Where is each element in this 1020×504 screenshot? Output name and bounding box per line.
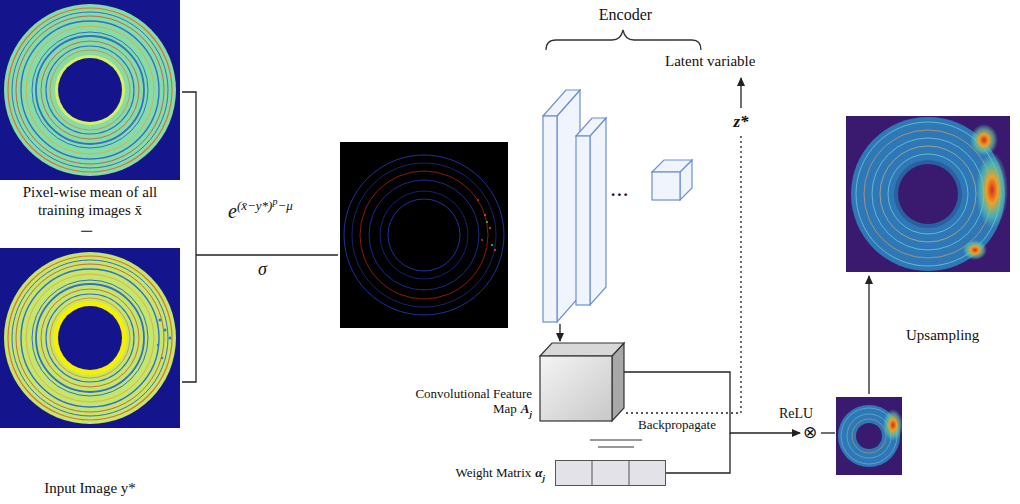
formula-part: (x̄−y*) xyxy=(237,198,272,213)
ring-stroke xyxy=(8,8,172,172)
latent-arrow xyxy=(740,78,741,108)
formula: e(x̄−y*)p−μ xyxy=(228,196,293,222)
ring-stroke xyxy=(852,419,886,453)
node-text-group: Weight Matrix αj xyxy=(453,465,545,486)
difference-image xyxy=(340,142,508,328)
ring-stroke xyxy=(369,180,479,290)
ring-stroke xyxy=(16,16,164,164)
image-node: Input Image y* xyxy=(0,248,180,428)
node-text-group: Pixel-wise mean of all training images x… xyxy=(0,183,180,219)
ring-stroke xyxy=(26,274,154,402)
ring-stroke xyxy=(46,46,134,134)
ring-stroke xyxy=(50,50,130,130)
node-text: Input Image y* xyxy=(44,480,136,496)
ring-stroke xyxy=(41,289,139,387)
ring-stroke xyxy=(16,264,164,412)
merge-line xyxy=(624,372,800,433)
small-heatmap xyxy=(836,397,903,475)
weight-cells xyxy=(555,460,666,486)
node-text: A xyxy=(521,401,530,416)
node-text-group: Input Image y* xyxy=(0,479,180,497)
feature-map-node: Convolutional Feature MapAj xyxy=(540,342,624,422)
ring-stroke xyxy=(352,163,496,307)
feature-map-box xyxy=(540,343,624,421)
ring-stroke xyxy=(26,26,154,154)
mean-ring-image xyxy=(0,0,180,180)
ring-stroke xyxy=(344,155,504,315)
ring-stroke xyxy=(880,146,976,242)
encoder-brace xyxy=(546,30,701,50)
node-text: Pixel-wise mean of all training images x… xyxy=(23,184,158,218)
image-node: Pixel-wise mean of all training images x… xyxy=(0,0,180,180)
formula-part: p xyxy=(272,196,277,207)
edge-label: Backpropagate xyxy=(636,418,718,432)
connector xyxy=(559,324,560,341)
multiply-symbol: ⊗ xyxy=(803,423,817,442)
ellipsis: ... xyxy=(611,182,630,201)
latent-node: z* xyxy=(727,110,755,134)
node-text-group: Convolutional Feature MapAj xyxy=(412,386,532,422)
relu-label: ReLU xyxy=(779,406,813,421)
large-heatmap xyxy=(846,116,1010,272)
formula-part: e xyxy=(228,200,237,222)
weight-matrix: Weight Matrixαj xyxy=(555,460,666,486)
connector xyxy=(625,136,741,413)
upsampling-label: Upsampling xyxy=(906,327,979,344)
ring-stroke xyxy=(872,138,984,250)
ring-stroke xyxy=(36,284,144,392)
ring-stroke xyxy=(46,294,134,382)
minus-sign: − xyxy=(80,218,94,244)
merge-line xyxy=(666,433,730,473)
equals-mark xyxy=(590,440,642,447)
formula-part: −μ xyxy=(277,198,292,213)
ring-stroke xyxy=(380,191,468,279)
encoder-layers xyxy=(543,90,692,322)
ring-stroke xyxy=(388,199,460,271)
ring-stroke xyxy=(12,12,168,168)
bracket xyxy=(182,92,338,382)
latent-label: Latent variable xyxy=(665,53,755,70)
formula-part: σ xyxy=(258,260,267,280)
node-text: j xyxy=(542,473,545,483)
node-text-group: Encoder xyxy=(538,6,713,24)
ring-stroke xyxy=(888,154,968,234)
ring-stroke xyxy=(21,21,159,159)
node-text: j xyxy=(529,409,532,419)
upsampling-arrow xyxy=(868,276,869,394)
node-text: z* xyxy=(733,112,748,131)
ring-stroke xyxy=(8,256,172,420)
ring-stroke xyxy=(360,171,488,299)
ring-stroke xyxy=(12,260,168,416)
ring-stroke xyxy=(50,298,130,378)
relu-line xyxy=(821,432,835,433)
node-text: Convolutional Feature Map xyxy=(415,386,532,416)
node-text: α xyxy=(535,465,542,480)
node-text: Encoder xyxy=(599,6,652,23)
input-ring-image xyxy=(0,248,180,428)
ring-stroke xyxy=(32,32,148,148)
ring-stroke xyxy=(21,269,159,407)
ring-stroke xyxy=(36,36,144,144)
ring-stroke xyxy=(41,41,139,139)
node-text: Weight Matrix xyxy=(455,465,531,480)
node-text-group: z* xyxy=(727,112,755,132)
ring-stroke xyxy=(32,280,148,396)
